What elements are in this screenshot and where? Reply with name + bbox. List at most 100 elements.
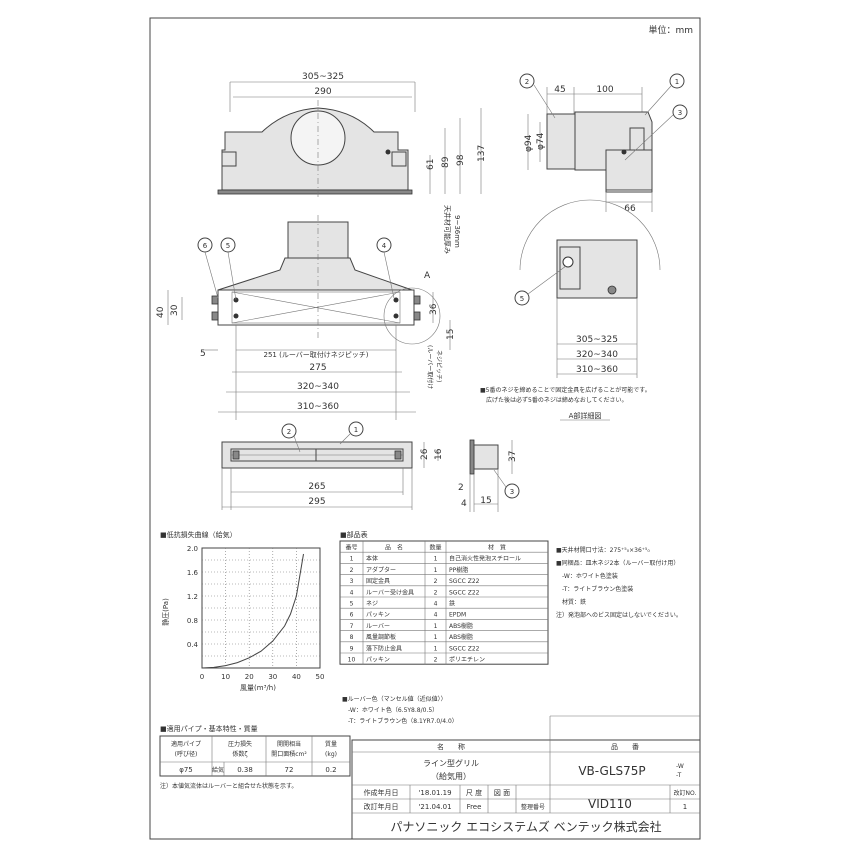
- callout-louver-2: 2: [287, 428, 291, 436]
- tb-revised: '21.04.01: [418, 803, 451, 811]
- spec-note-line: -T：ライトブラウン色塗装: [556, 585, 633, 593]
- tb-manage-label: 整理番号: [521, 803, 545, 811]
- dim-side-phi74: φ74: [536, 132, 546, 150]
- chart-ytick: 1.6: [187, 569, 199, 577]
- dim-top-40: 40: [156, 306, 166, 318]
- parts-cell: 3: [350, 578, 354, 585]
- chart-title: ■低抗損失曲線（給気）: [160, 530, 237, 539]
- pipe-h0b: (呼び径): [175, 750, 198, 758]
- tb-name-sub: （給気用）: [431, 771, 471, 781]
- parts-cell: 1: [434, 645, 438, 652]
- parts-cell: 6: [350, 612, 354, 619]
- pipe-table: ■適用パイプ・基本特性・質量 適用パイプ (呼び径) 圧力損失 係数ζ 開開相当…: [159, 724, 351, 790]
- parts-cell: 1: [434, 556, 438, 563]
- parts-header-cell: 品 名: [385, 544, 403, 552]
- tb-part-no: VB-GLS75P: [578, 764, 645, 778]
- color-note-3: -T：ライトブラウン色（8.1YR7.0/4.0）: [348, 717, 458, 725]
- parts-cell: アダプター: [366, 566, 396, 574]
- chart-ylabel: 静圧(Pa): [161, 598, 170, 626]
- pipe-h3a: 開開相当: [277, 740, 301, 748]
- chart-xtick: 30: [268, 673, 277, 681]
- chart-ytick: 2.0: [187, 545, 198, 553]
- chart-xtick: 50: [316, 673, 325, 681]
- tb-created: '18.01.19: [418, 789, 451, 797]
- dim-front-inner: 290: [314, 87, 331, 97]
- detail-ref-A: A: [424, 271, 431, 281]
- callout-louver-1: 1: [354, 426, 358, 434]
- parts-cell: 風量調節板: [366, 633, 396, 641]
- dim-detail-310: 310~360: [576, 365, 618, 375]
- chart-ytick: 0.8: [187, 617, 198, 625]
- dim-side-phi94: φ94: [524, 134, 534, 152]
- parts-cell: ABS樹脂: [449, 633, 473, 641]
- dim-detail-320: 320~340: [576, 350, 618, 360]
- ceiling-note-1: 天井材可能厚み: [443, 205, 452, 254]
- side-view: 45 100 φ94 φ74 66 2 1 3: [519, 73, 688, 214]
- parts-cell: 1: [434, 634, 438, 641]
- louver-pitch-v1: (ルーバー取付け: [426, 345, 434, 389]
- title-block: 名 称 ライン型グリル （給気用） 品 番 VB-GLS75P -W -T 作成…: [351, 715, 701, 840]
- dim-louver-265: 265: [308, 482, 325, 492]
- pipe-h4b: (kg): [325, 751, 337, 758]
- tb-name-label: 名 称: [437, 742, 465, 751]
- parts-cell: SGCC Z22: [449, 645, 480, 652]
- detail-caption: A部詳細図: [569, 411, 602, 420]
- parts-cell: 4: [434, 612, 438, 619]
- loss-curve-chart: ■低抗損失曲線（給気） 静圧(Pa) 風量(m³/h) 2.01.61.20.8…: [160, 530, 324, 692]
- dim-top-320: 320~340: [297, 382, 339, 392]
- spec-note-line: -W：ホワイト色塗装: [556, 572, 618, 580]
- detail-a-view: 5 305~325 320~340 310~360 ■5番のネジを締めることで固…: [480, 199, 661, 421]
- top-view: 6 5 4 A 40 30 5 36 15 (ルーバー取付け ネジピッチ) 25…: [156, 215, 456, 420]
- parts-cell: 7: [350, 623, 354, 630]
- dim-louver-295: 295: [308, 497, 325, 507]
- callout-damper-3: 3: [510, 488, 514, 496]
- parts-cell: 5: [350, 601, 354, 608]
- pipe-h3b: 開口面積cm²: [271, 750, 307, 758]
- callout-top-4: 4: [382, 242, 387, 250]
- dim-front-61: 61: [426, 159, 436, 170]
- ceiling-note-2: 9~36mm: [453, 215, 461, 248]
- pipe-h2a: 圧力損失: [228, 740, 252, 748]
- louver-pitch-v2: ネジピッチ): [435, 350, 442, 382]
- dim-louver-16: 16: [434, 448, 444, 460]
- pipe-note: 注）本値気流体はルーバーと組合せた状態を示す。: [160, 782, 297, 790]
- callout-side-2: 2: [525, 78, 529, 86]
- callout-side-3: 3: [678, 109, 682, 117]
- chart-ytick: 0.4: [187, 641, 199, 649]
- dim-side-66: 66: [624, 204, 636, 214]
- chart-xtick: 10: [221, 673, 230, 681]
- parts-cell: ルーバー受け金具: [366, 588, 414, 596]
- parts-cell: EPDM: [449, 612, 466, 619]
- parts-cell: 本体: [366, 555, 378, 563]
- louver-view: 2 1 26 16 265 295: [221, 421, 444, 510]
- parts-cell: 2: [350, 567, 354, 574]
- dim-top-30: 30: [170, 304, 180, 316]
- pipe-h0a: 適用パイプ: [171, 740, 201, 748]
- dim-damper-37: 37: [508, 451, 518, 462]
- dim-side-45: 45: [554, 85, 565, 95]
- parts-cell: SGCC Z22: [449, 578, 480, 585]
- tb-scale: Free: [467, 803, 482, 811]
- parts-cell: ABS樹脂: [449, 622, 473, 630]
- dim-top-251: 251 (ルーバー取付けネジピッチ): [264, 350, 369, 359]
- parts-cell: パッキン: [366, 612, 390, 619]
- callout-side-1: 1: [675, 78, 679, 86]
- chart-xtick: 0: [200, 673, 204, 681]
- parts-cell: パッキン: [366, 657, 390, 664]
- parts-cell: ルーバー: [366, 623, 390, 630]
- spec-note-line: ■同梱品：皿木ネジ2本（ルーバー取付け用）: [556, 559, 679, 567]
- chart-plot-area: [201, 547, 321, 669]
- parts-cell: 9: [350, 645, 354, 652]
- parts-cell: 2: [434, 589, 438, 596]
- front-view: 305~325 290 61 89 98 137: [217, 72, 487, 200]
- tb-manage-no: VID110: [588, 797, 632, 811]
- parts-cell: 4: [434, 601, 438, 608]
- pipe-v3: 72: [285, 766, 294, 774]
- parts-cell: ポリエチレン: [449, 656, 485, 664]
- pipe-v1: 給気: [212, 766, 224, 774]
- pipe-title: ■適用パイプ・基本特性・質量: [160, 724, 258, 733]
- chart-series-line: [201, 553, 304, 669]
- parts-cell: 落下防止金具: [366, 644, 402, 652]
